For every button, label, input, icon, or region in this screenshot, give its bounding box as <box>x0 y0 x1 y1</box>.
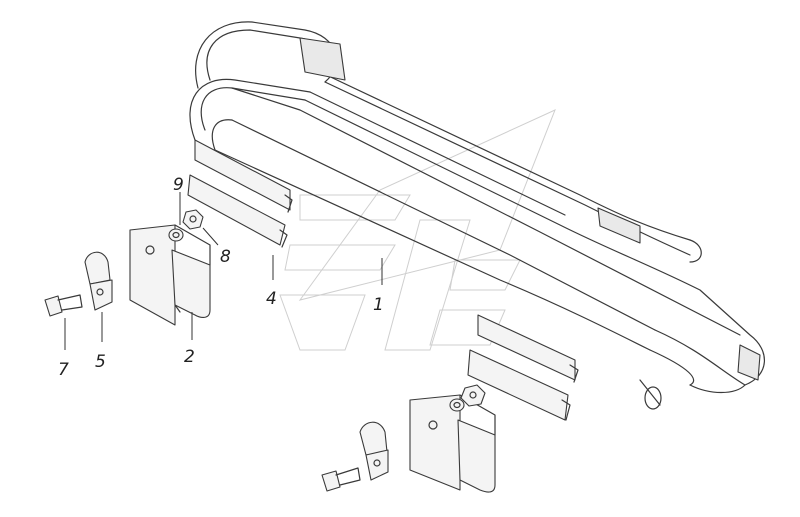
callout-2: 2 <box>184 347 195 367</box>
callout-4: 4 <box>266 289 277 309</box>
bracket-icon <box>129 224 211 326</box>
watermark-logo-icon <box>279 109 556 351</box>
callout-7: 7 <box>58 360 69 380</box>
bumper-tube-icon <box>189 21 765 410</box>
rubber-pad-icon-lower <box>467 314 579 421</box>
bracket-icon-lower <box>409 394 496 493</box>
callout-1: 1 <box>373 295 384 315</box>
bolt-icon-lower <box>321 467 361 492</box>
leader-8 <box>202 227 219 246</box>
clamp-icon-lower <box>359 421 389 481</box>
callout-9: 9 <box>173 175 184 195</box>
rubber-pad-icon <box>187 139 293 248</box>
clamp-icon <box>84 251 113 311</box>
washer-icon <box>168 228 184 242</box>
callout-5: 5 <box>95 352 106 372</box>
callout-8: 8 <box>220 247 231 267</box>
washer-icon-lower <box>449 398 465 412</box>
bolt-icon <box>44 294 83 317</box>
nut-icon <box>182 209 204 230</box>
nut-icon-lower <box>460 384 486 407</box>
